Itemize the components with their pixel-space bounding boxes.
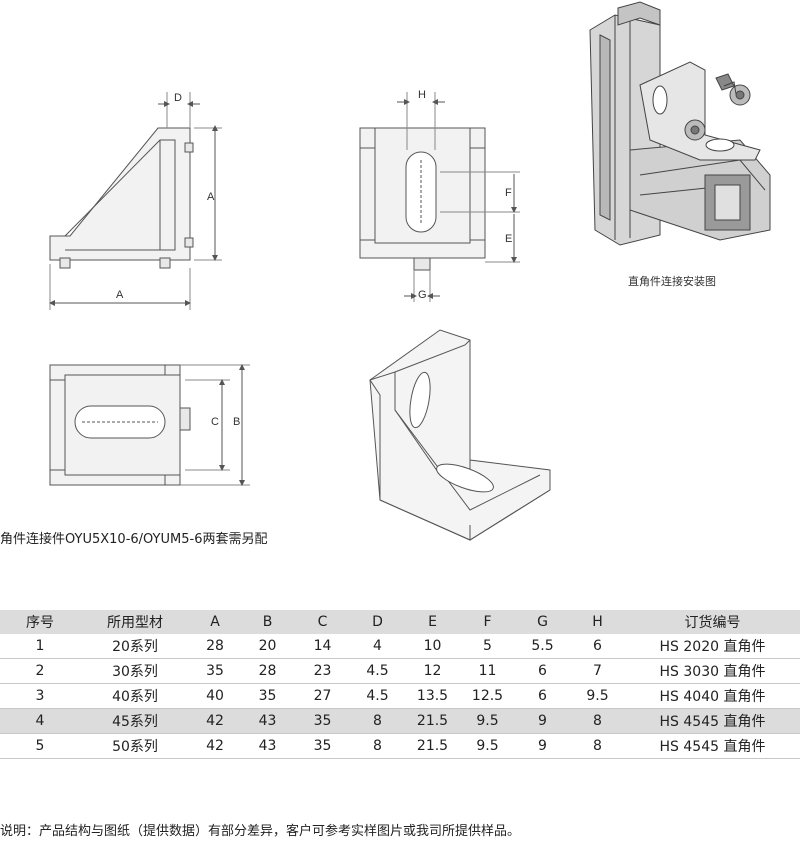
table-cell: 12.5 <box>471 688 504 704</box>
table-cell: 11 <box>478 663 497 679</box>
table-cell: 8 <box>373 713 382 729</box>
header-cell: C <box>317 614 328 630</box>
table-cell: 8 <box>593 738 602 754</box>
table-cell: HS 4545 直角件 <box>659 714 766 730</box>
table-cell: 3 <box>35 688 45 704</box>
header-cell: G <box>537 614 548 630</box>
table-cell: 35 <box>206 663 224 679</box>
header-cell: E <box>428 614 437 630</box>
header-cell: D <box>372 614 383 630</box>
table-row: 1 20系列 28 20 14 4 10 5 5.5 6 HS 2020 直角件 <box>0 634 800 659</box>
specification-table: 序号 所用型材 A B C D E F G H 订货编号 1 20系列 28 2… <box>0 610 800 759</box>
table-cell: 1 <box>35 638 45 654</box>
table-cell: HS 3030 直角件 <box>659 664 766 680</box>
dim-label-d: D <box>174 92 182 104</box>
table-cell: 5.5 <box>531 638 554 654</box>
table-cell: 9.5 <box>476 713 499 729</box>
header-cell: F <box>483 614 492 630</box>
table-cell: 4 <box>373 638 382 654</box>
table-cell: 27 <box>313 688 332 704</box>
dim-label-a-vertical: A <box>207 191 215 203</box>
side-view-drawing <box>49 92 222 310</box>
table-cell: 23 <box>313 663 332 679</box>
table-cell: HS 4040 直角件 <box>659 689 766 705</box>
table-cell: 35 <box>313 713 332 729</box>
table-header-row: 序号 所用型材 A B C D E F G H 订货编号 <box>0 610 800 634</box>
table-cell: 50系列 <box>112 739 158 755</box>
table-cell: 6 <box>538 688 547 704</box>
dim-label-h: H <box>418 89 426 101</box>
table-row: 3 40系列 40 35 27 4.5 13.5 12.5 6 9.5 HS 4… <box>0 684 800 709</box>
table-cell: 12 <box>423 663 442 679</box>
table-cell: 5 <box>35 738 45 754</box>
table-cell: 20系列 <box>112 639 158 655</box>
table-cell: 9 <box>538 738 547 754</box>
table-cell: 40 <box>206 688 224 704</box>
table-cell: 42 <box>206 738 224 754</box>
connector-caption: 角件连接件OYU5X10-6/OYUM5-6两套需另配 <box>0 532 268 547</box>
table-cell: HS 4545 直角件 <box>659 739 766 755</box>
dim-label-e: E <box>505 233 512 245</box>
installation-drawing <box>589 1 771 246</box>
table-cell: 6 <box>538 663 547 679</box>
table-cell: 20 <box>258 638 277 654</box>
table-cell: 4.5 <box>366 663 389 679</box>
table-cell: 35 <box>313 738 332 754</box>
dim-label-c: C <box>211 416 219 428</box>
table-cell: 8 <box>593 713 602 729</box>
header-cell: H <box>592 614 603 630</box>
dim-label-a-horizontal: A <box>116 289 124 301</box>
table-row: 4 45系列 42 43 35 8 21.5 9.5 9 8 HS 4545 直… <box>0 708 800 734</box>
header-cell: B <box>262 614 273 630</box>
table-cell: 28 <box>258 663 277 679</box>
table-cell: 42 <box>206 713 224 729</box>
table-cell: HS 2020 直角件 <box>659 639 766 655</box>
table-cell: 8 <box>373 738 382 754</box>
dim-label-f: F <box>505 187 512 199</box>
top-view-drawing <box>359 92 520 302</box>
table-cell: 30系列 <box>112 664 158 680</box>
dim-label-g: G <box>418 289 427 301</box>
table-cell: 43 <box>258 713 277 729</box>
dim-label-b: B <box>233 416 240 428</box>
table-cell: 4 <box>35 713 45 729</box>
table-cell: 9.5 <box>586 688 609 704</box>
table-cell: 9.5 <box>476 738 499 754</box>
installation-caption: 直角件连接安装图 <box>628 275 716 288</box>
isometric-bracket-drawing <box>369 329 551 541</box>
technical-drawings: D A A H F E G <box>49 1 771 541</box>
bottom-view-drawing <box>49 364 250 486</box>
table-cell: 43 <box>258 738 277 754</box>
header-cell: 订货编号 <box>684 615 741 631</box>
table-row: 2 30系列 35 28 23 4.5 12 11 6 7 HS 3030 直角… <box>0 659 800 684</box>
table-cell: 2 <box>35 663 45 679</box>
table-cell: 4.5 <box>366 688 389 704</box>
header-cell: 序号 <box>26 615 54 631</box>
table-cell: 35 <box>258 688 277 704</box>
table-cell: 13.5 <box>416 688 449 704</box>
header-cell: A <box>210 614 220 630</box>
table-cell: 9 <box>538 713 547 729</box>
table-row: 5 50系列 42 43 35 8 21.5 9.5 9 8 HS 4545 直… <box>0 734 800 759</box>
table-cell: 6 <box>593 638 602 654</box>
table-cell: 5 <box>483 638 492 654</box>
table-cell: 14 <box>313 638 332 654</box>
table-cell: 10 <box>423 638 442 654</box>
table-cell: 7 <box>593 663 602 679</box>
table-cell: 21.5 <box>416 738 449 754</box>
table-cell: 28 <box>206 638 224 654</box>
table-cell: 40系列 <box>112 689 158 705</box>
header-cell: 所用型材 <box>107 615 163 631</box>
disclaimer-note: 说明：产品结构与图纸（提供数据）有部分差异，客户可参考实样图片或我司所提供样品。 <box>0 824 521 839</box>
table-cell: 45系列 <box>112 714 158 730</box>
table-cell: 21.5 <box>416 713 449 729</box>
